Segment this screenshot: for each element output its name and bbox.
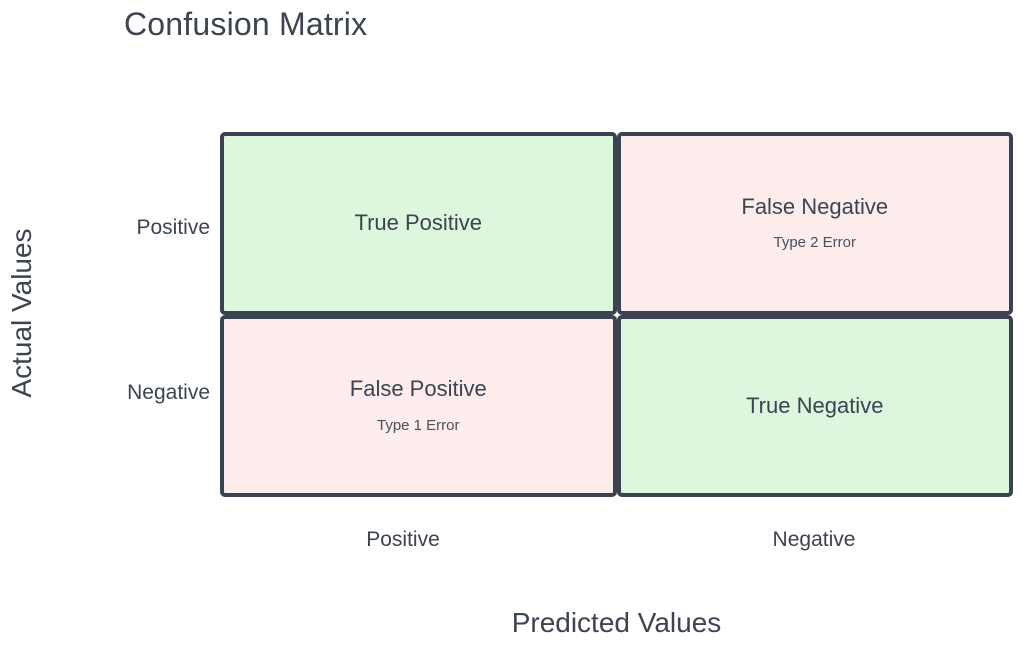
matrix-cell-false-negative[interactable]: False Negative Type 2 Error [616, 132, 1013, 315]
matrix-cell-false-positive[interactable]: False Positive Type 1 Error [220, 314, 617, 497]
matrix-cell-true-positive[interactable]: True Positive [220, 132, 617, 315]
x-axis-title-text: Predicted Values [511, 607, 722, 638]
matrix-cell-label: True Negative [746, 392, 884, 418]
column-label-positive: Positive [366, 528, 440, 551]
x-axis-title: Predicted Values [0, 607, 1023, 639]
page-title: Confusion Matrix [124, 6, 368, 42]
row-label-negative: Negative [127, 381, 210, 404]
matrix-cell-label: True Positive [354, 210, 483, 236]
matrix-cell-label: False Positive [349, 376, 487, 402]
confusion-matrix-grid: True Positive False Negative Type 2 Erro… [220, 132, 1013, 497]
matrix-cell-label: False Negative [741, 193, 889, 219]
matrix-cell-true-negative[interactable]: True Negative [616, 314, 1013, 497]
matrix-cell-sublabel: Type 1 Error [376, 416, 460, 434]
row-label-positive: Positive [136, 216, 210, 239]
matrix-cell-sublabel: Type 2 Error [773, 234, 857, 252]
column-label-negative: Negative [772, 528, 856, 551]
y-axis-title: Actual Values [6, 228, 37, 398]
